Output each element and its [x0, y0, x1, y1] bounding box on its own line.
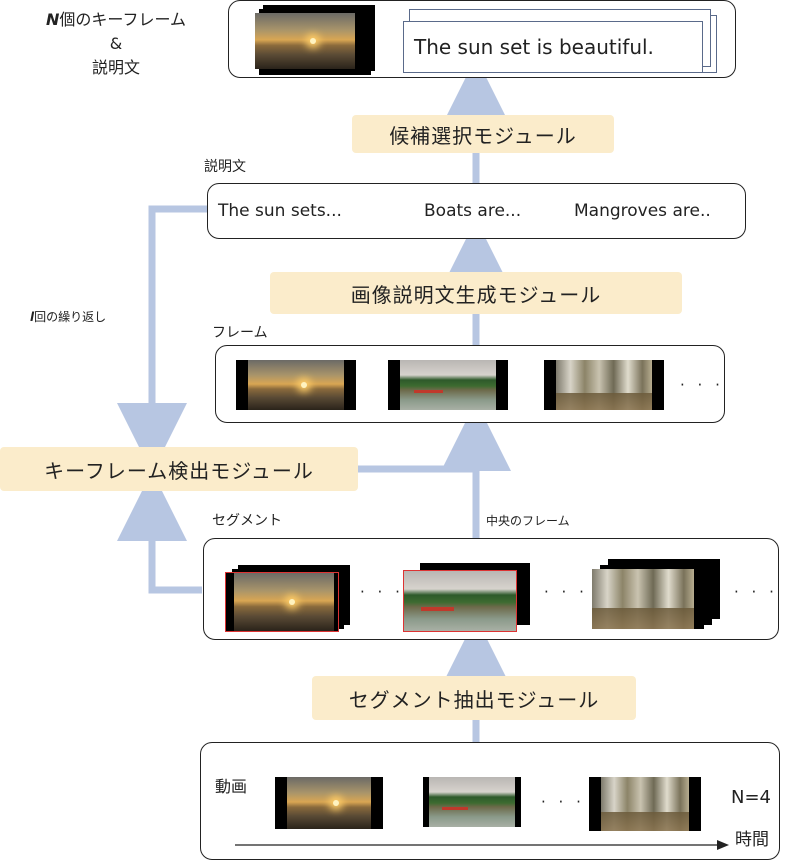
n-value: N=4 [731, 787, 771, 808]
video-frame-1 [275, 777, 383, 829]
caption-gen-module: 画像説明文生成モジュール [270, 272, 682, 314]
descriptions-box: The sun sets... Boats are... Mangroves a… [207, 183, 746, 239]
segments-box: · · · · · · · · · [203, 538, 779, 640]
frames-box: · · · [215, 345, 725, 423]
output-keyframe-thumb [255, 13, 355, 69]
description-item-3: Mangroves are.. [574, 201, 711, 221]
segments-dots-1: · · · [360, 583, 404, 601]
middle-frame-label: 中央のフレーム [486, 514, 570, 528]
arrow-segments-to-detect [117, 471, 202, 594]
output-label-n: N [46, 10, 60, 29]
output-label: N個のキーフレーム & 説明文 [6, 8, 226, 80]
segment-thumb-3 [592, 569, 704, 629]
candidate-select-module: 候補選択モジュール [352, 115, 614, 153]
video-title: 動画 [215, 777, 248, 796]
frame-thumb-1 [236, 360, 356, 410]
video-box: 動画 · · · N=4 時間 [200, 742, 780, 860]
frame-thumb-3 [544, 360, 664, 410]
descriptions-title: 説明文 [204, 159, 246, 175]
video-dots: · · · [541, 793, 585, 811]
output-sentence: The sun set is beautiful. [403, 21, 703, 73]
segments-title: セグメント [212, 513, 282, 529]
description-item-2: Boats are... [424, 201, 522, 221]
description-item-1: The sun sets... [218, 201, 342, 221]
output-label-amp: & [109, 34, 123, 53]
keyframe-detect-module: キーフレーム検出モジュール [0, 447, 358, 491]
segment-extract-module: セグメント抽出モジュール [312, 676, 636, 720]
segments-dots-3: · · · [734, 583, 778, 601]
video-frame-3 [589, 777, 701, 831]
frame-thumb-2 [388, 360, 508, 410]
arrow-loop-back [117, 205, 208, 473]
loop-label: l回の繰り返し [30, 308, 106, 325]
frames-more-dots: · · · [680, 376, 724, 394]
frames-title: フレーム [212, 325, 268, 341]
time-axis-arrow [235, 840, 729, 850]
time-label: 時間 [735, 830, 769, 850]
segment-thumb-2 [403, 570, 517, 632]
loop-label-var: l [30, 310, 35, 324]
output-label-line1: 個のキーフレーム [59, 10, 186, 29]
output-label-line3: 説明文 [91, 58, 140, 77]
output-box: The sun set is beautiful. [228, 0, 736, 78]
segments-dots-2: · · · [544, 583, 588, 601]
loop-label-text: 回の繰り返し [34, 310, 107, 324]
segment-thumb-1 [225, 572, 339, 632]
video-frame-2 [423, 777, 521, 827]
